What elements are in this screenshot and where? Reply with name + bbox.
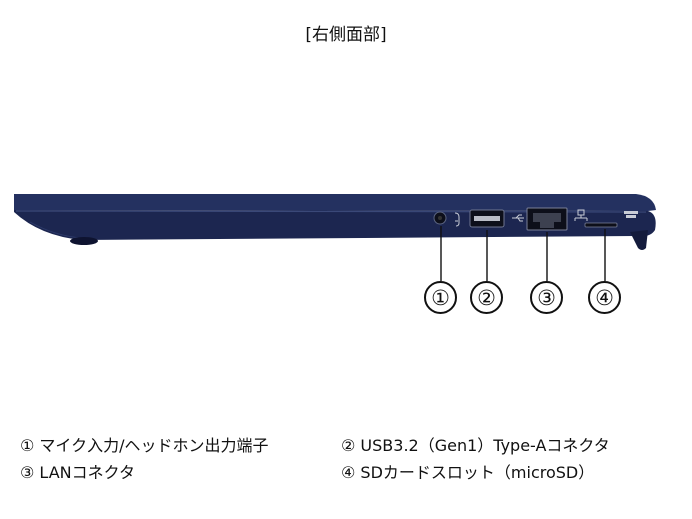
usb-icon <box>512 214 524 222</box>
microsd-icon <box>624 211 638 218</box>
audio-jack-icon <box>454 212 460 227</box>
callout-4: ④ <box>588 281 621 314</box>
callout-2: ② <box>470 281 503 314</box>
microsd-slot <box>584 222 618 228</box>
laptop-lid <box>14 194 656 211</box>
legend-item-1: ① マイク入力/ヘッドホン出力端子 <box>20 436 269 455</box>
lan-icon <box>574 209 588 221</box>
front-foot <box>70 237 98 245</box>
legend-item-4: ④ SDカードスロット（microSD） <box>341 463 595 482</box>
legend-item-2: ② USB3.2（Gen1）Type-Aコネクタ <box>341 436 610 455</box>
callout-1: ① <box>424 281 457 314</box>
laptop-right-side-illustration <box>14 194 656 281</box>
rear-foot <box>630 230 648 250</box>
callout-3: ③ <box>530 281 563 314</box>
page-title: [右側面部] <box>305 25 387 45</box>
legend-item-3: ③ LANコネクタ <box>20 463 135 482</box>
